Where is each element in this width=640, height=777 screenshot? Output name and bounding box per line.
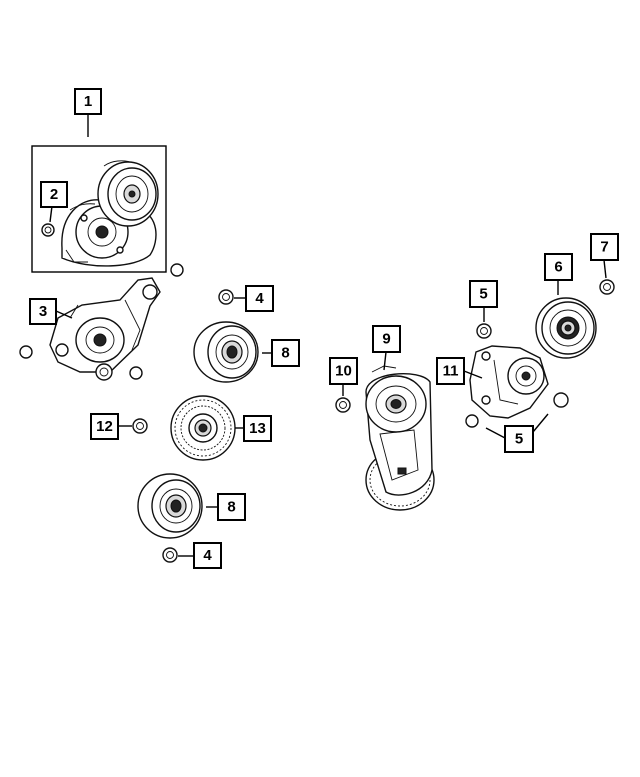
idler-bracket-11 xyxy=(469,345,549,419)
belt-tensioner-9 xyxy=(365,365,435,511)
svg-text:8: 8 xyxy=(281,345,289,362)
callout-4-lower: 4 xyxy=(193,542,222,569)
nut-left xyxy=(19,345,33,359)
callout-8-upper: 8 xyxy=(271,339,300,367)
callout-2: 2 xyxy=(40,181,68,208)
callout-3: 3 xyxy=(29,298,57,325)
callout-9: 9 xyxy=(372,325,401,353)
nut-5-upper xyxy=(476,323,492,339)
svg-text:4: 4 xyxy=(255,290,264,307)
nut-top xyxy=(170,263,184,277)
leader-5b-left xyxy=(485,427,506,439)
idler-pulley-8-lower xyxy=(137,473,203,539)
nut-5-lower-right xyxy=(553,392,569,408)
svg-text:13: 13 xyxy=(249,420,266,437)
leader-7 xyxy=(603,259,607,279)
svg-text:8: 8 xyxy=(227,499,235,516)
callout-12: 12 xyxy=(90,413,119,440)
svg-text:9: 9 xyxy=(382,331,390,348)
tensioner-bracket-3 xyxy=(49,277,161,381)
svg-text:3: 3 xyxy=(39,303,47,320)
callout-11: 11 xyxy=(436,357,465,385)
nut-10 xyxy=(335,397,351,413)
leader-11 xyxy=(463,370,483,379)
idler-pulley-6 xyxy=(535,297,597,359)
svg-text:6: 6 xyxy=(554,259,562,276)
nut-bottom xyxy=(129,366,143,380)
nut-12 xyxy=(132,418,148,434)
leader-3 xyxy=(55,310,73,319)
svg-text:12: 12 xyxy=(96,418,113,435)
svg-text:4: 4 xyxy=(203,547,212,564)
callout-1: 1 xyxy=(74,88,102,115)
leader-2 xyxy=(49,205,53,223)
idler-pulley-8-upper xyxy=(193,321,259,383)
callout-6: 6 xyxy=(544,253,573,281)
callout-4-upper: 4 xyxy=(245,285,274,312)
svg-text:1: 1 xyxy=(84,93,92,110)
svg-text:5: 5 xyxy=(479,286,487,303)
nut-4-upper xyxy=(218,289,234,305)
tensioner-assembly-1 xyxy=(61,160,159,267)
svg-text:7: 7 xyxy=(600,239,608,256)
callout-8-lower: 8 xyxy=(217,493,246,521)
nut-7 xyxy=(599,279,615,295)
svg-text:10: 10 xyxy=(335,363,352,380)
nut-2 xyxy=(41,223,55,237)
callout-5-lower: 5 xyxy=(504,425,534,453)
callout-13: 13 xyxy=(243,415,272,442)
callout-10: 10 xyxy=(329,357,358,385)
svg-text:2: 2 xyxy=(50,186,58,203)
svg-text:5: 5 xyxy=(515,431,523,448)
nut-5-lower-left xyxy=(465,414,479,428)
callout-5-upper: 5 xyxy=(469,280,498,308)
grooved-pulley-13 xyxy=(170,395,236,461)
assembly-1-frame xyxy=(31,145,167,273)
leader-9 xyxy=(383,351,387,371)
nut-4-lower xyxy=(162,547,178,563)
svg-text:11: 11 xyxy=(443,363,459,380)
callout-7: 7 xyxy=(590,233,619,261)
leader-5b-right xyxy=(532,413,549,433)
